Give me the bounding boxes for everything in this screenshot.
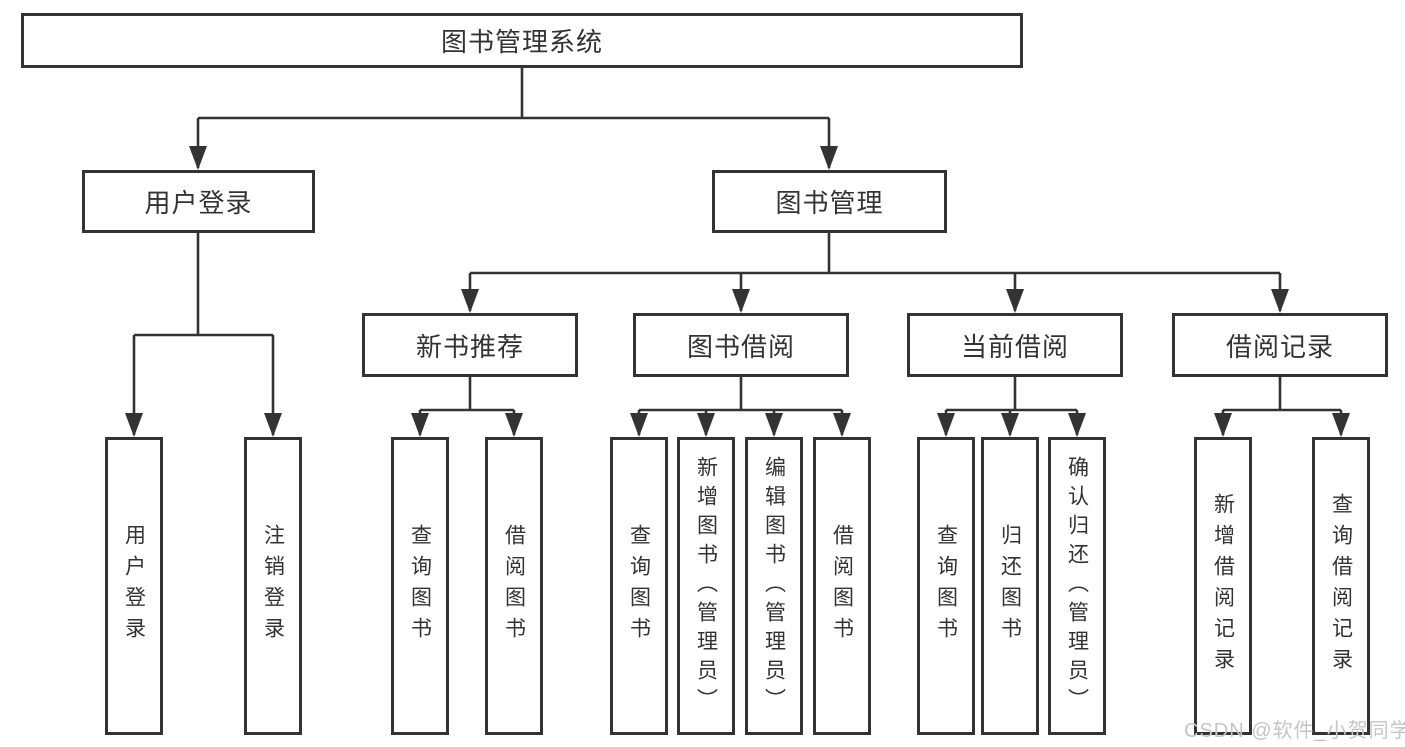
leaf-return-book-label: 归还图书 [998, 524, 1022, 648]
node-current-borrow: 当前借阅 [907, 313, 1123, 377]
leaf-query-books-recommend-label: 查询图书 [408, 524, 432, 648]
leaf-query-books-current: 查询图书 [917, 437, 975, 735]
node-user-login: 用户登录 [82, 170, 315, 233]
leaf-add-borrow-record: 新增借阅记录 [1194, 437, 1252, 735]
leaf-query-borrow-record: 查询借阅记录 [1312, 437, 1370, 735]
leaf-query-books-current-label: 查询图书 [934, 524, 958, 648]
leaf-confirm-return-admin: 确认归还（管理员） [1048, 437, 1106, 735]
leaf-logout-login: 注销登录 [244, 437, 302, 735]
leaf-user-login-label: 用户登录 [122, 524, 146, 648]
leaf-user-login: 用户登录 [105, 437, 163, 735]
node-borrow-records: 借阅记录 [1172, 313, 1388, 377]
leaf-query-books-borrow: 查询图书 [610, 437, 668, 735]
csdn-watermark: CSDN @软件_小贺同学 [1184, 720, 1405, 742]
leaf-edit-book-admin-label: 编辑图书（管理员） [762, 455, 786, 717]
leaf-return-book: 归还图书 [981, 437, 1039, 735]
leaf-add-borrow-record-label: 新增借阅记录 [1211, 493, 1235, 679]
leaf-borrow-books-borrow-label: 借阅图书 [830, 524, 854, 648]
leaf-borrow-books-recommend: 借阅图书 [485, 437, 543, 735]
leaf-query-borrow-record-label: 查询借阅记录 [1329, 493, 1353, 679]
node-book-borrow: 图书借阅 [633, 313, 849, 377]
leaf-borrow-books-borrow: 借阅图书 [813, 437, 871, 735]
leaf-query-books-recommend: 查询图书 [391, 437, 449, 735]
leaf-query-books-borrow-label: 查询图书 [627, 524, 651, 648]
leaf-logout-login-label: 注销登录 [261, 524, 285, 648]
leaf-add-book-admin: 新增图书（管理员） [677, 437, 735, 735]
leaf-borrow-books-recommend-label: 借阅图书 [502, 524, 526, 648]
node-book-management: 图书管理 [712, 170, 947, 233]
leaf-edit-book-admin: 编辑图书（管理员） [745, 437, 803, 735]
node-library-management-system: 图书管理系统 [21, 13, 1023, 68]
node-new-book-recommend: 新书推荐 [362, 313, 578, 377]
leaf-add-book-admin-label: 新增图书（管理员） [694, 455, 718, 717]
leaf-confirm-return-admin-label: 确认归还（管理员） [1065, 455, 1089, 717]
